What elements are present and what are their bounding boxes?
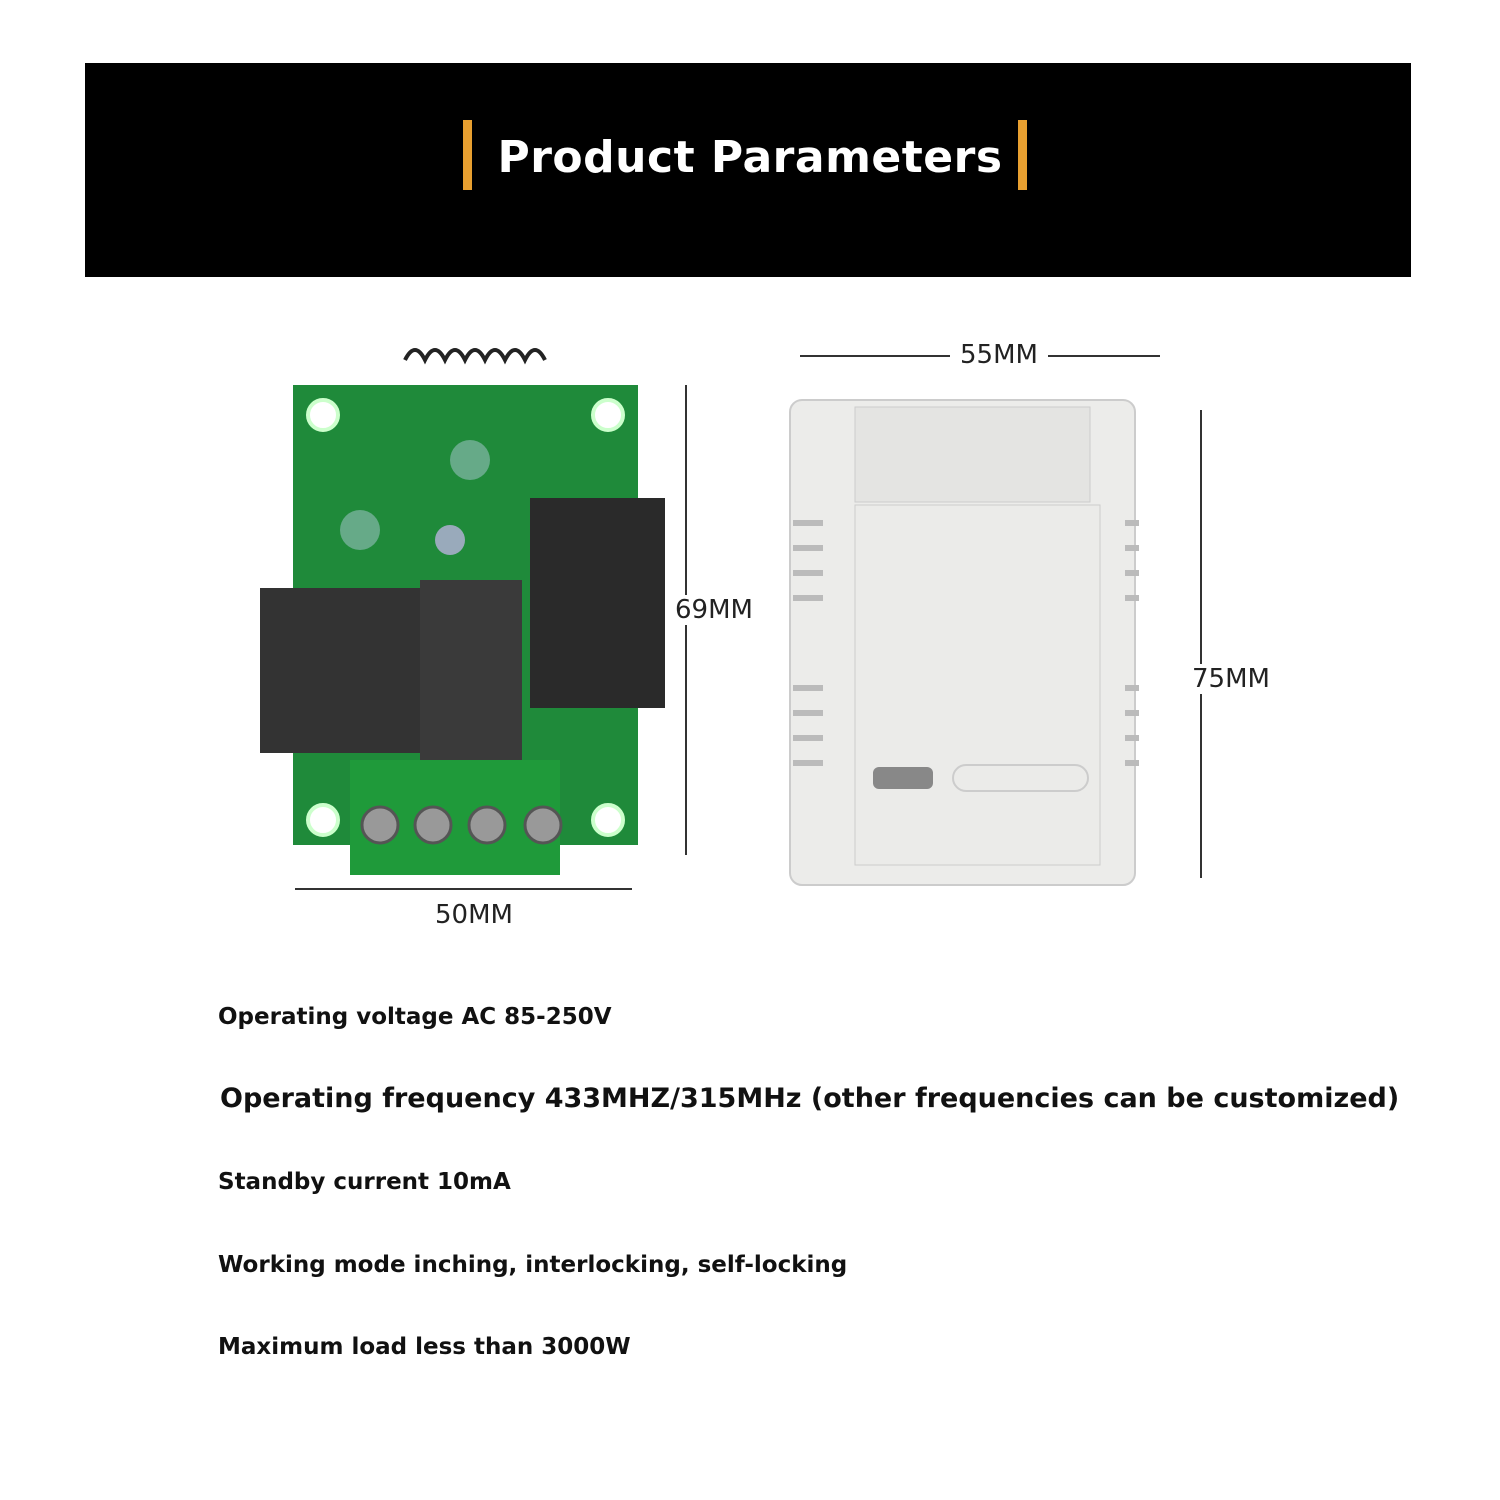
case-height-label: 75MM: [1192, 664, 1270, 694]
case-width-label: 55MM: [950, 340, 1048, 370]
enclosure-case-image: [789, 399, 1139, 886]
spec-operating-voltage: Operating voltage AC 85-250V: [218, 1004, 612, 1030]
page-title: Product Parameters: [497, 132, 1003, 183]
accent-bar-right: [1018, 120, 1027, 190]
spec-working-mode: Working mode inching, interlocking, self…: [218, 1252, 848, 1278]
dim-line-case-height: [1200, 410, 1202, 878]
pcb-board-image: [260, 348, 665, 875]
pcb-height-label: 69MM: [675, 595, 753, 625]
spec-standby-current: Standby current 10mA: [218, 1169, 511, 1195]
spec-operating-frequency: Operating frequency 433MHZ/315MHz (other…: [220, 1083, 1400, 1114]
spec-maximum-load: Maximum load less than 3000W: [218, 1334, 631, 1360]
header-banner: [85, 63, 1411, 277]
pcb-width-label: 50MM: [435, 900, 513, 930]
accent-bar-left: [463, 120, 472, 190]
antenna-coil: [403, 348, 547, 365]
dim-line-pcb-width: [295, 888, 632, 890]
